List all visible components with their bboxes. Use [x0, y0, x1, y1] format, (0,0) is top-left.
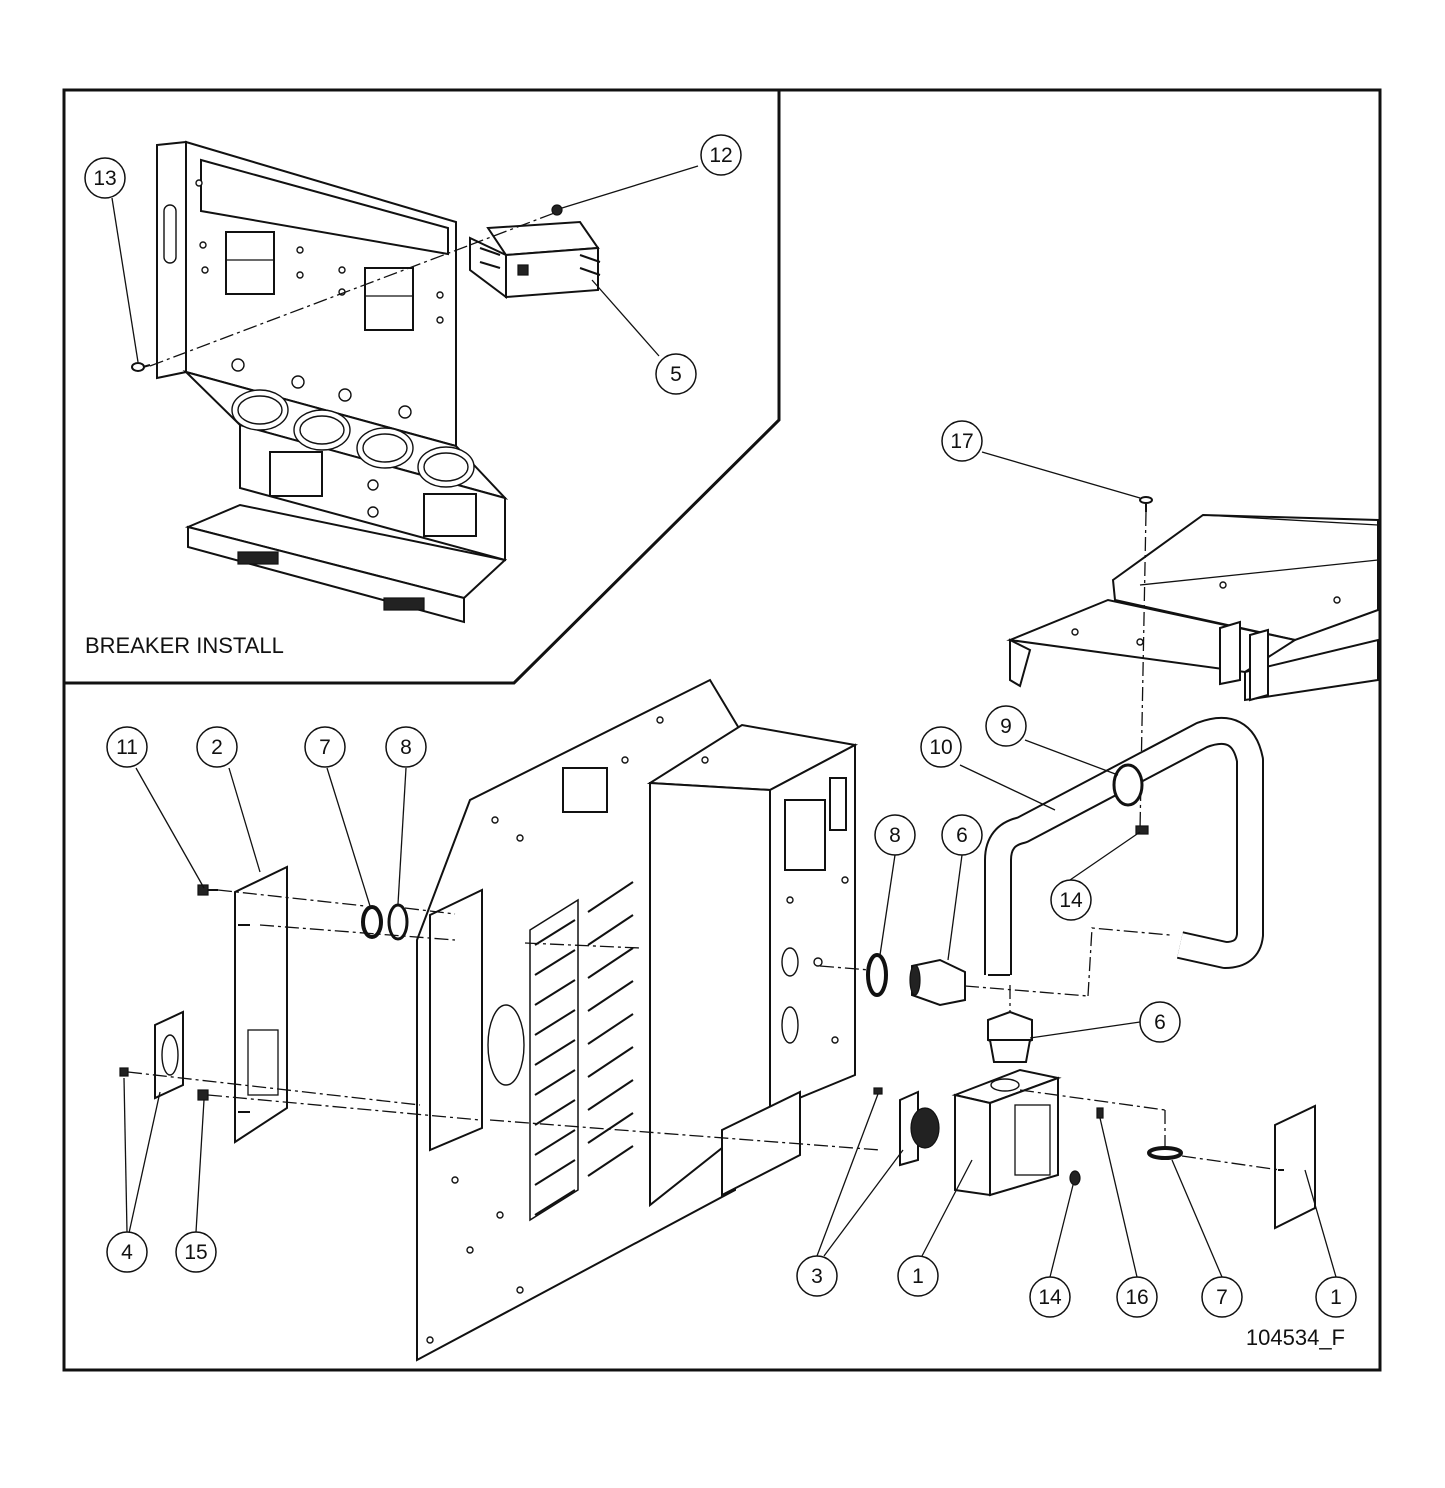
leader-lines	[111, 165, 1337, 1278]
inset-assembly-lines	[149, 211, 558, 367]
callout-3: 3	[796, 1255, 838, 1297]
svg-text:5: 5	[670, 363, 682, 386]
callout-5: 5	[655, 353, 697, 395]
screw-11-part	[197, 884, 218, 896]
svg-text:7: 7	[1216, 1286, 1228, 1309]
ring-8-right-part	[866, 953, 888, 997]
junction-box-1-part	[951, 1068, 1062, 1197]
cover-plate-2-part	[234, 865, 288, 1144]
svg-text:12: 12	[709, 144, 732, 167]
callout-10: 10	[920, 726, 962, 768]
clamp-9-part	[1112, 763, 1144, 807]
drawing-number: 104534_F	[1246, 1325, 1345, 1350]
callout-4: 4	[106, 1231, 148, 1273]
nut-14-lower-part	[1069, 1170, 1081, 1186]
callout-2: 2	[196, 726, 238, 768]
callout-6-upper: 6	[941, 814, 983, 856]
circuit-breaker	[469, 220, 601, 299]
cover-1-right-part	[1274, 1104, 1316, 1230]
screw-13-part	[131, 362, 151, 372]
svg-text:7: 7	[319, 736, 331, 759]
screw-15-part	[197, 1089, 209, 1101]
screw-17-part	[1139, 496, 1153, 512]
svg-text:8: 8	[889, 824, 901, 847]
handle-bar	[984, 717, 1264, 976]
callout-15: 15	[175, 1231, 217, 1273]
callout-1-center: 1	[897, 1255, 939, 1297]
svg-text:13: 13	[93, 167, 116, 190]
callout-1-right: 1	[1315, 1276, 1357, 1318]
screw-4-part	[119, 1067, 129, 1077]
main-assembly-lines	[127, 889, 1281, 1171]
callout-8-left: 8	[385, 726, 427, 768]
receptacle-3-part	[899, 1090, 940, 1167]
svg-text:9: 9	[1000, 715, 1012, 738]
cord-grip-6-upper-part	[909, 958, 966, 1007]
callout-12: 12	[700, 134, 742, 176]
svg-text:2: 2	[211, 736, 223, 759]
screw-3-part	[873, 1087, 883, 1095]
svg-text:4: 4	[121, 1241, 133, 1264]
svg-text:1: 1	[912, 1265, 924, 1288]
svg-text:11: 11	[116, 736, 138, 759]
callout-8-right: 8	[874, 814, 916, 856]
svg-text:16: 16	[1125, 1286, 1148, 1309]
svg-text:17: 17	[950, 430, 973, 453]
svg-text:6: 6	[956, 824, 968, 847]
rings-7-8-left-part	[361, 903, 409, 941]
svg-text:14: 14	[1059, 889, 1083, 912]
receptacle-plate-4-part	[154, 1010, 184, 1100]
drawing-frame	[62, 88, 1382, 1372]
ring-7-right-part	[1147, 1146, 1183, 1160]
breaker-mounting-panel	[156, 140, 509, 624]
callout-17: 17	[941, 420, 983, 462]
callout-14-lower: 14	[1029, 1276, 1071, 1318]
svg-text:14: 14	[1038, 1286, 1062, 1309]
nut-14-upper-part	[1135, 825, 1149, 835]
screw-17-axis	[1139, 511, 1147, 831]
callout-7-left: 7	[304, 726, 346, 768]
svg-text:3: 3	[811, 1265, 823, 1288]
screw-12-part	[551, 204, 563, 216]
callout-14-upper: 14	[1050, 879, 1092, 921]
callout-7-right: 7	[1201, 1276, 1243, 1318]
screw-16-part	[1096, 1107, 1104, 1119]
svg-text:6: 6	[1154, 1011, 1166, 1034]
svg-text:8: 8	[400, 736, 412, 759]
callout-6-lower: 6	[1139, 1001, 1181, 1043]
svg-text:15: 15	[184, 1241, 207, 1264]
panel-louvers	[529, 881, 634, 1222]
callout-11: 11	[106, 726, 148, 768]
callout-16: 16	[1116, 1276, 1158, 1318]
upper-bracket	[1006, 513, 1379, 702]
inset-caption: BREAKER INSTALL	[85, 633, 284, 658]
enclosure-box	[646, 723, 859, 1208]
svg-text:10: 10	[929, 736, 952, 759]
cord-grip-6-lower-part	[987, 1010, 1033, 1063]
callout-9: 9	[985, 705, 1027, 747]
callout-13: 13	[84, 157, 126, 199]
svg-text:1: 1	[1330, 1286, 1342, 1309]
